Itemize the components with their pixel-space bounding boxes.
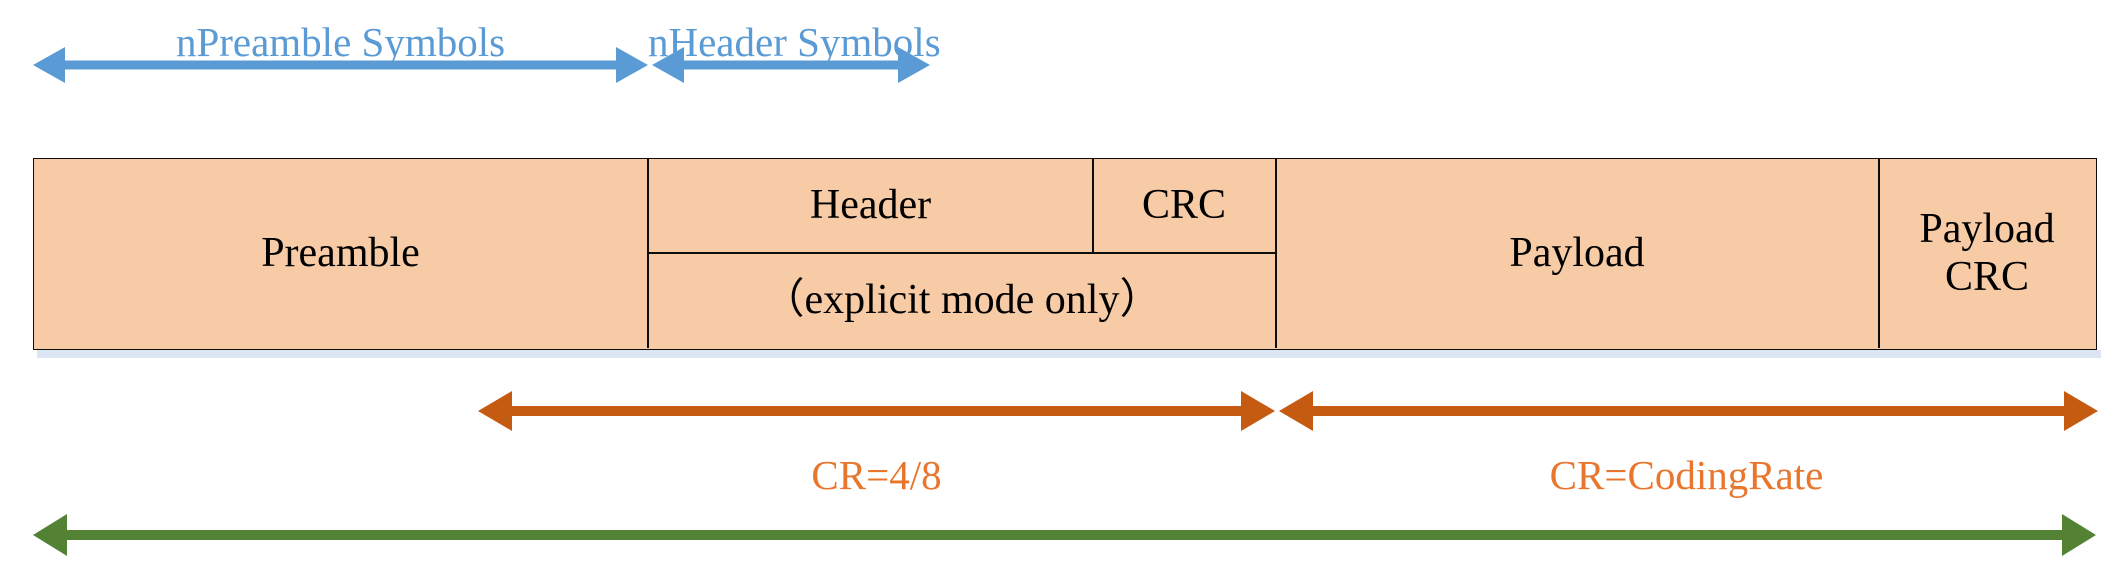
packet-structure-table: Preamble Header CRC （explicit mode only）… <box>33 158 2097 350</box>
cr-codingrate-arrow <box>1279 391 2098 431</box>
total-duration-arrow <box>33 514 2096 556</box>
cr-4-8-arrow <box>478 391 1275 431</box>
block-preamble: Preamble <box>34 159 647 348</box>
divider-header-explicitnote <box>647 252 1276 254</box>
packet-shadow <box>37 350 2101 358</box>
cr-codingrate-label: CR=CodingRate <box>1549 452 1824 498</box>
block-payload-crc: Payload CRC <box>1879 159 2095 348</box>
block-header: Header <box>649 159 1092 252</box>
divider-payload-payloadcrc <box>1878 159 1880 348</box>
nheader-symbols-label: nHeader Symbols <box>648 19 941 65</box>
block-payload: Payload <box>1276 159 1878 348</box>
block-payload-crc-line2: CRC <box>1944 253 2030 300</box>
cr-4-8-label: CR=4/8 <box>811 452 942 498</box>
npreamble-symbols-label: nPreamble Symbols <box>175 19 506 65</box>
divider-header-crc <box>1092 159 1094 253</box>
block-crc: CRC <box>1093 159 1275 252</box>
block-explicit-mode-note: （explicit mode only） <box>649 254 1275 348</box>
block-payload-crc-line1: Payload <box>1919 206 2055 253</box>
